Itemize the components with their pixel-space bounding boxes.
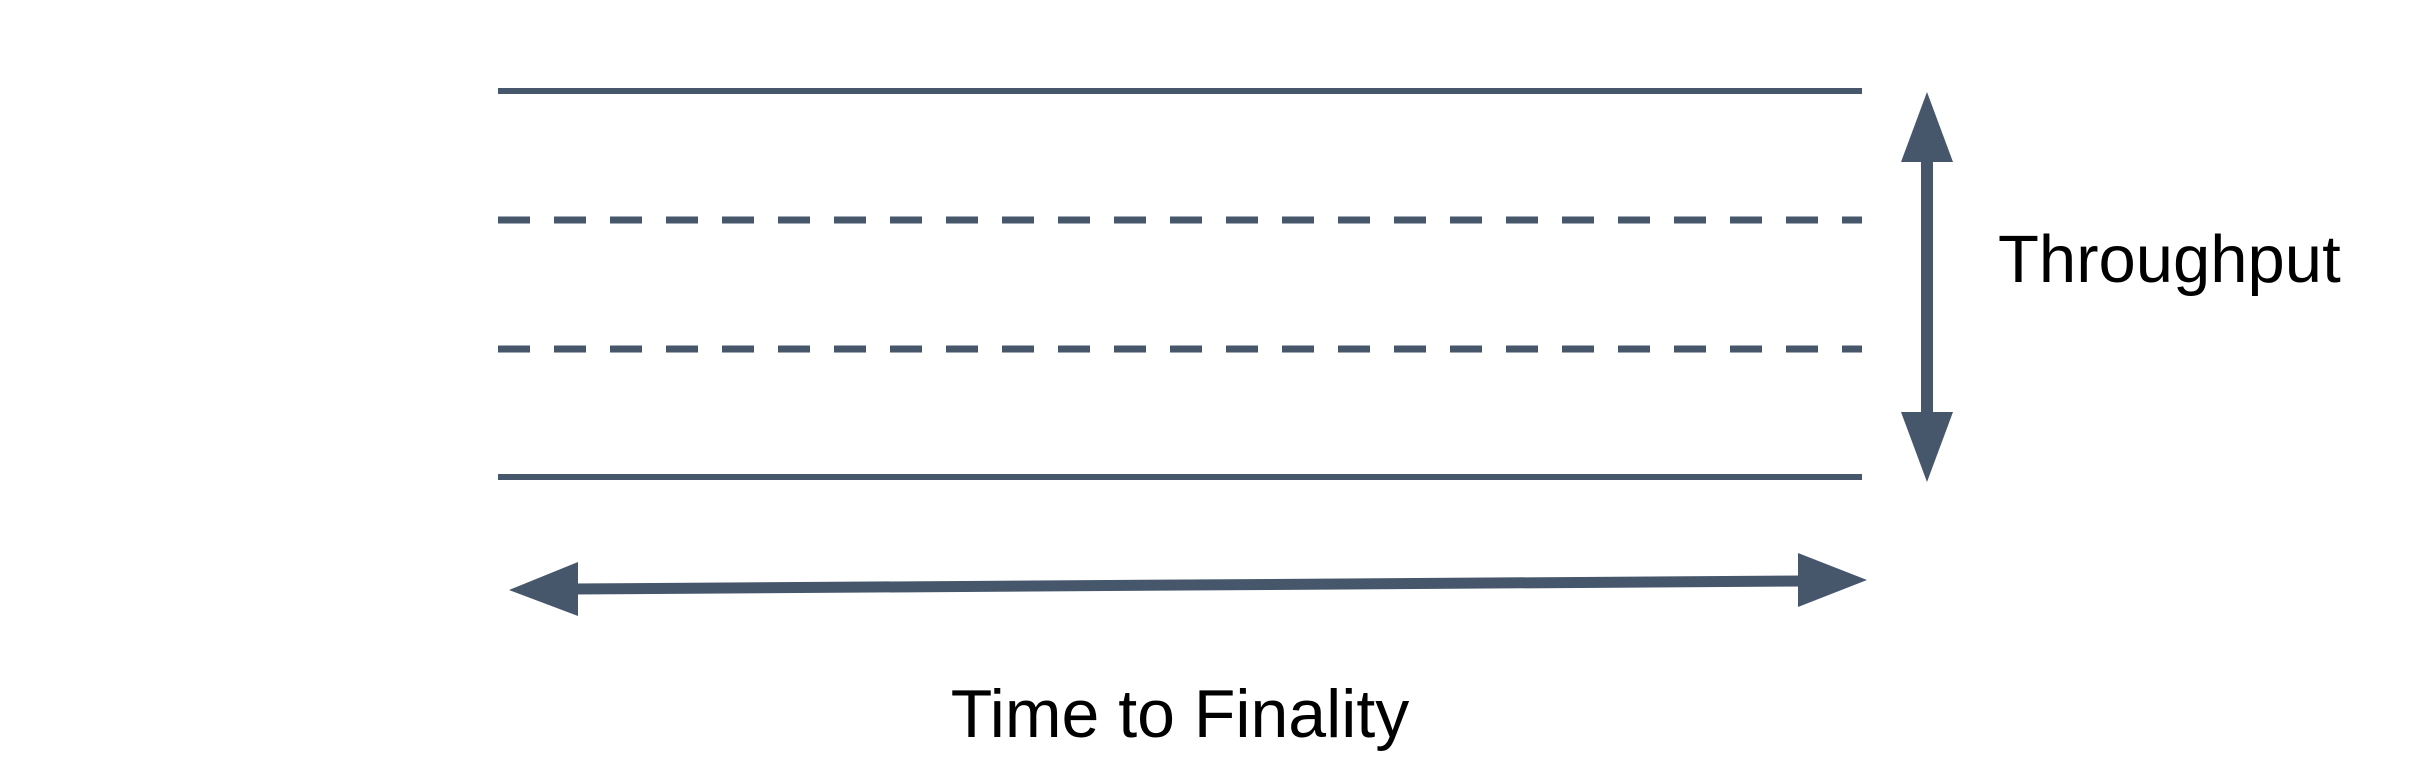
time-to-finality-label: Time to Finality	[951, 676, 1409, 752]
throughput-arrow-down-head	[1901, 412, 1953, 482]
throughput-arrow-up-head	[1901, 92, 1953, 162]
time-to-finality-arrow-right-head	[1798, 553, 1867, 607]
time-to-finality-arrow	[509, 553, 1867, 616]
throughput-arrow	[1901, 92, 1953, 482]
throughput-label: Throughput	[1998, 222, 2341, 297]
time-to-finality-arrow-shaft	[571, 575, 1805, 595]
time-to-finality-arrow-left-head	[509, 562, 578, 616]
